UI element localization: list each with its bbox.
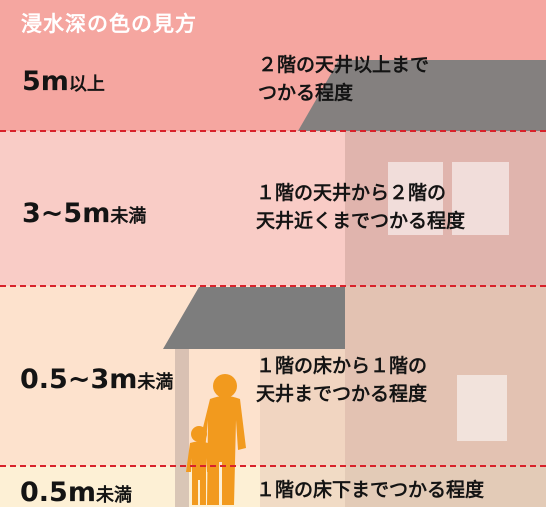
big-house-window-upper-right <box>452 162 509 235</box>
depth-label-under-05m: 0.5m未満 <box>20 479 132 506</box>
depth-value: 0.5m <box>20 477 96 507</box>
dashed-line-5m <box>0 130 546 132</box>
depth-label-5m-over: 5m以上 <box>22 68 105 95</box>
dashed-line-05m <box>0 465 546 467</box>
depth-value: 5m <box>22 66 69 97</box>
description-line: １階の床から１階の <box>256 355 428 377</box>
dashed-line-3m <box>0 285 546 287</box>
depth-label-05-3m: 0.5~3m未満 <box>20 366 173 393</box>
big-house-wall <box>345 131 546 507</box>
depth-value: 0.5~3m <box>20 364 138 395</box>
big-house-window-lower-right <box>457 375 507 441</box>
depth-suffix: 以上 <box>68 74 105 95</box>
depth-label-3-5m: 3~5m未満 <box>22 200 146 227</box>
description-line: 天井近くまでつかる程度 <box>256 210 466 232</box>
description-line: １階の床下までつかる程度 <box>256 479 485 501</box>
small-house-pillar <box>175 349 189 507</box>
description-line: つかる程度 <box>258 82 354 104</box>
two-story-house <box>298 60 546 507</box>
description-line: １階の天井から２階の <box>256 182 447 204</box>
description-line: ２階の天井以上まで <box>258 54 430 76</box>
small-house-wall <box>260 349 345 507</box>
level-description-5m-over: ２階の天井以上まで つかる程度 <box>258 51 429 107</box>
depth-suffix: 未満 <box>110 206 147 227</box>
level-description-3-5m: １階の天井から２階の 天井近くまでつかる程度 <box>256 179 465 235</box>
big-house-roof <box>298 60 546 131</box>
depth-suffix: 未満 <box>137 372 174 393</box>
level-description-under-05m: １階の床下までつかる程度 <box>256 476 484 504</box>
small-house-roof <box>163 287 345 349</box>
adult-silhouette <box>198 374 246 505</box>
depth-suffix: 未満 <box>95 485 132 506</box>
big-house-window-upper-left <box>388 162 443 235</box>
description-line: 天井までつかる程度 <box>256 383 428 405</box>
one-story-house <box>163 287 345 507</box>
level-description-05-3m: １階の床から１階の 天井までつかる程度 <box>256 352 427 408</box>
depth-value: 3~5m <box>22 198 111 229</box>
child-silhouette <box>186 426 212 505</box>
legend-title: 浸水深の色の見方 <box>21 12 197 36</box>
